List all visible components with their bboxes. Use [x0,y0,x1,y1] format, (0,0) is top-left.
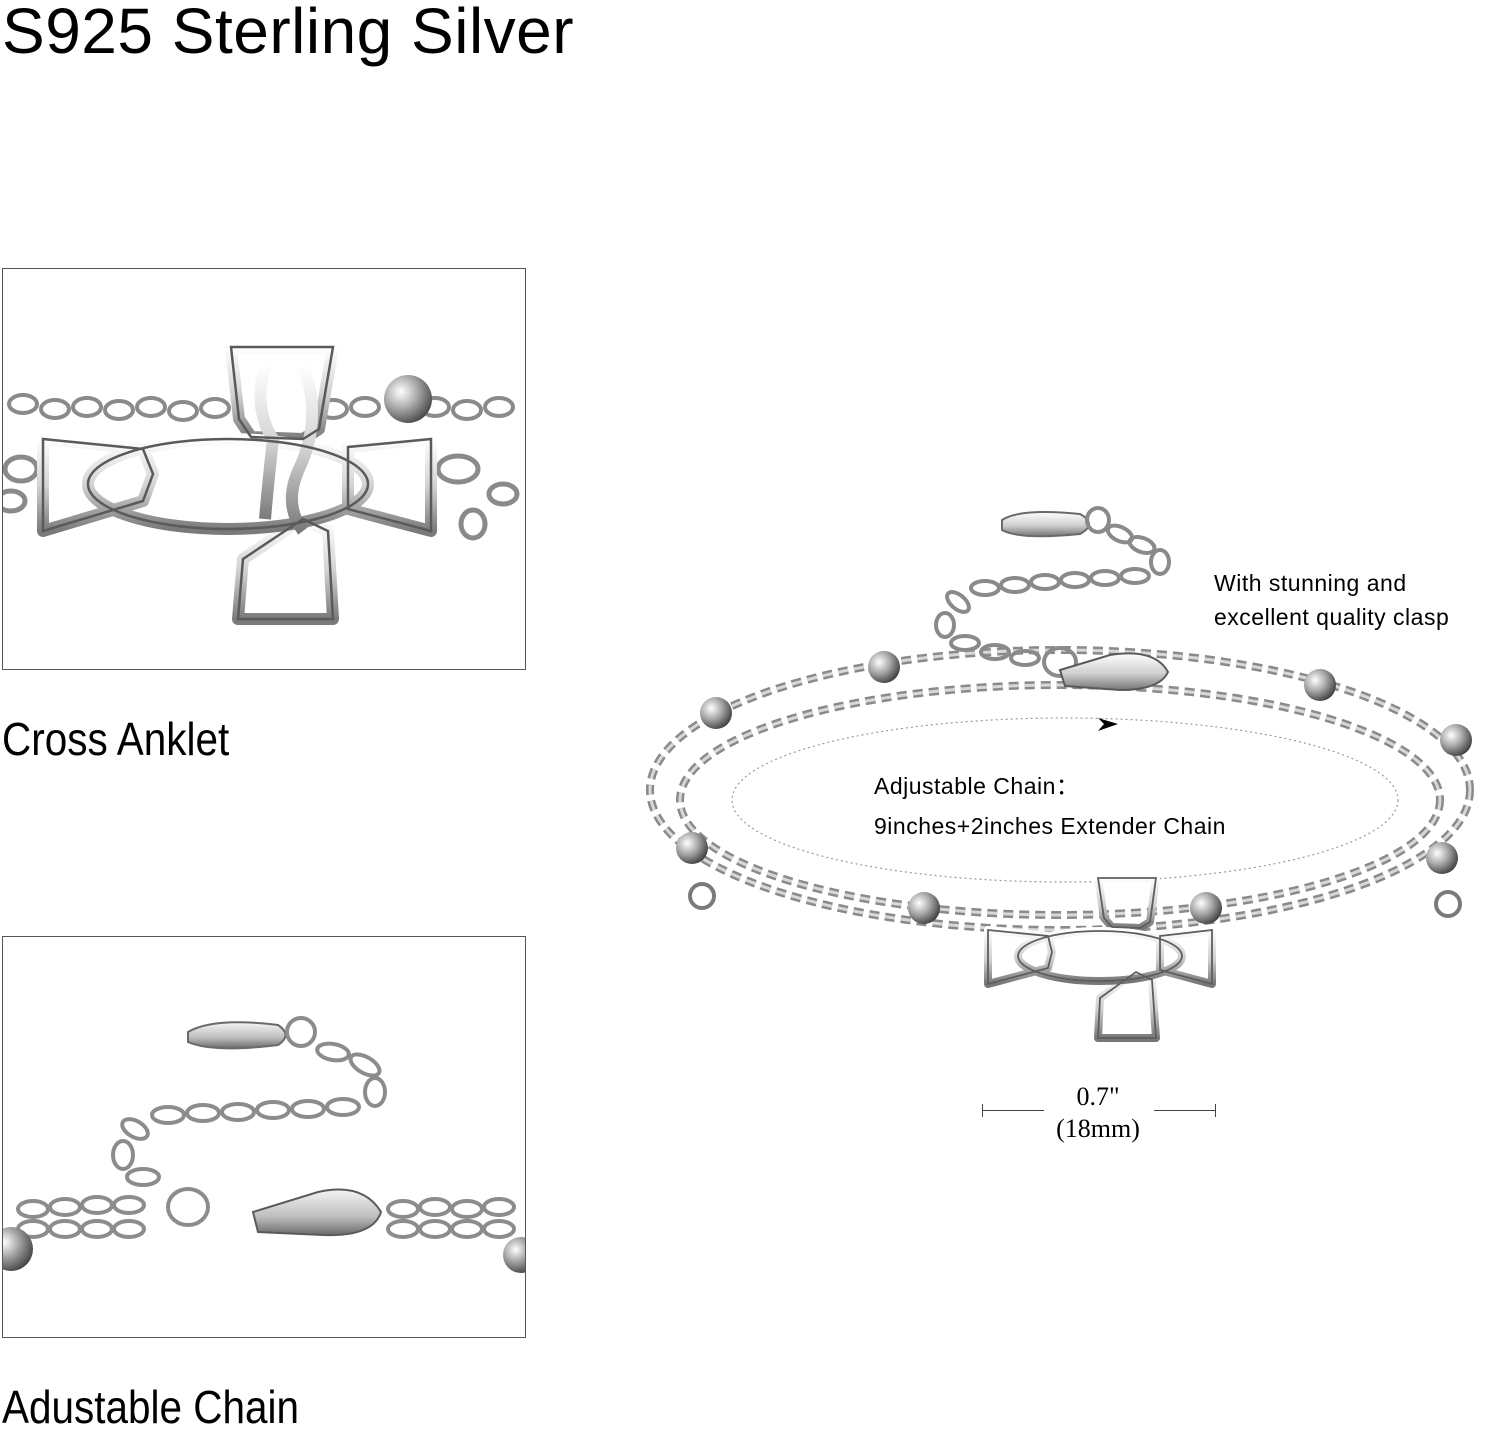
clasp-note-line1: With stunning and [1214,570,1407,596]
bezel-stones [688,882,1462,918]
silver-bead-icon [1190,892,1222,924]
adjustable-chain-note: Adjustable Chain： 9inches+2inches Extend… [874,766,1226,846]
silver-bead-icon [1440,724,1472,756]
beads [676,651,1472,924]
dimension-line-left [982,1110,1044,1111]
lobster-clasp-icon [1058,652,1170,692]
extender-chain [111,1016,387,1227]
chain-note-line2: 9inches+2inches Extender Chain [874,813,1226,839]
extender-chain [934,506,1171,678]
silver-bead-icon [3,1227,33,1271]
clasp-note: With stunning and excellent quality clas… [1214,566,1449,634]
dimension-tick-left [982,1104,983,1117]
silver-bead-icon [676,832,708,864]
clasp-closeup-panel [2,936,526,1338]
celtic-cross-icon [984,874,1216,1042]
cross-closeup-panel [2,268,526,670]
size-dimension: 0.7" (18mm) [982,1082,1216,1152]
main-chains [16,1195,516,1239]
panel-caption-adjustable-chain: Adustable Chain [2,1381,300,1433]
panel-caption-cross-anklet: Cross Anklet [2,713,230,765]
silver-bead-icon [1426,842,1458,874]
silver-bead-icon [868,651,900,683]
size-mm: (18mm) [1056,1114,1140,1143]
silver-bead-icon [908,892,940,924]
extender-tag-icon [1001,511,1090,538]
silver-bead-icon [503,1237,525,1273]
lobster-clasp-icon [251,1188,383,1237]
celtic-cross-icon [37,341,437,625]
silver-bead-icon [700,697,732,729]
dimension-tick-right [1215,1104,1216,1117]
adjustable-range-ring [731,717,1399,883]
size-inches: 0.7" [1076,1082,1120,1111]
silver-bead-icon [384,375,432,423]
clasp-note-line2: excellent quality clasp [1214,604,1450,630]
anklet-product-image [646,506,1474,1042]
upper-chain [7,393,515,422]
arrow-icon [1098,718,1118,731]
page-title: S925 Sterling Silver [2,0,575,67]
stone-icon [688,882,716,910]
extender-tag-icon [187,1021,287,1050]
clasp-closeup-image [3,1016,525,1273]
chain-note-line1: Adjustable Chain： [874,773,1080,799]
stone-icon [1434,890,1462,918]
silver-bead-icon [1304,669,1336,701]
cross-closeup-image [3,341,520,625]
dimension-line-right [1154,1110,1216,1111]
